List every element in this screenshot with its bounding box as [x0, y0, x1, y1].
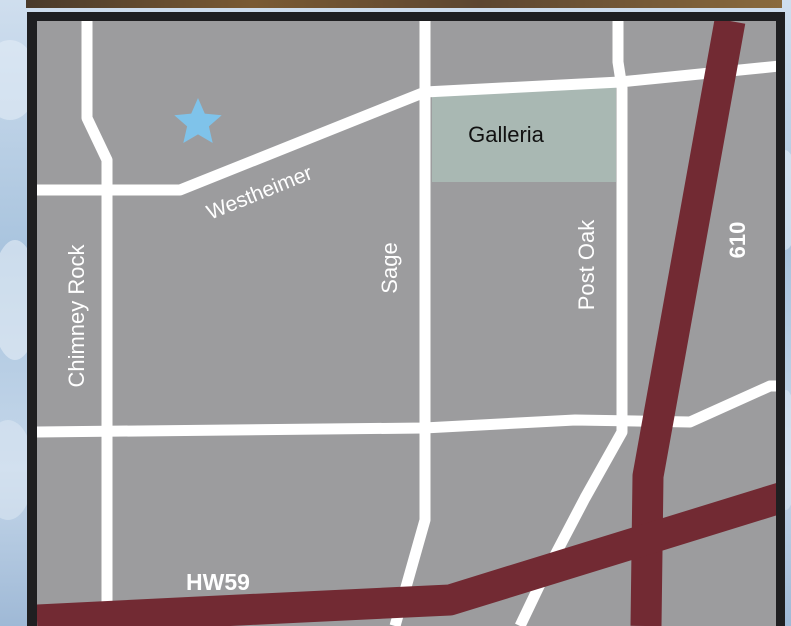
road-cross-street	[37, 380, 776, 438]
road-chimney-rock	[81, 21, 113, 626]
highways	[37, 21, 776, 626]
hw59-label: HW59	[186, 569, 250, 595]
highway-610-label: 610	[725, 222, 750, 259]
highway-610	[630, 21, 746, 626]
sage-label: Sage	[377, 242, 402, 293]
post-oak-label: Post Oak	[574, 219, 599, 310]
star-icon	[174, 98, 222, 143]
highway-hw59	[37, 483, 776, 626]
chimney-rock-label: Chimney Rock	[64, 243, 89, 387]
galleria-label: Galleria	[468, 122, 545, 147]
top-photo-strip	[26, 0, 782, 8]
galleria-block	[432, 86, 616, 182]
